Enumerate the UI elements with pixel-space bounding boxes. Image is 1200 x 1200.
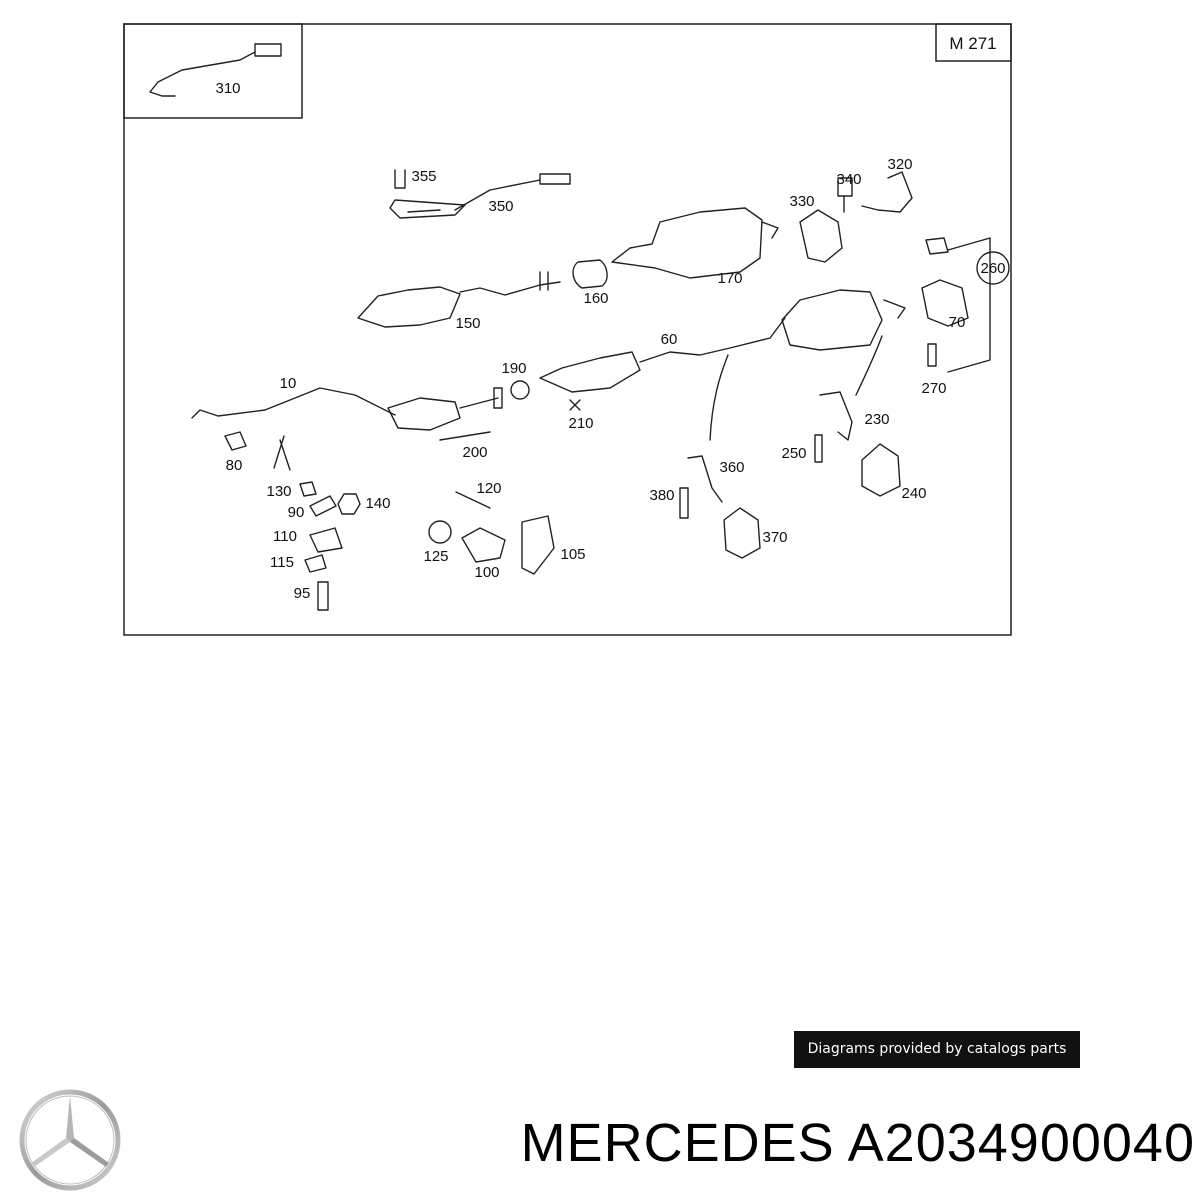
part-95-bolt	[317, 581, 329, 611]
callout-230: 230	[864, 411, 889, 428]
arrow-10	[273, 435, 291, 471]
part-240-rubber-mount	[861, 443, 901, 497]
callout-70: 70	[949, 314, 966, 331]
part-80-bolt	[224, 431, 247, 451]
diagram-svg: M 271	[123, 23, 1012, 636]
part-380-bolt	[679, 487, 689, 519]
part-60-tailpipe	[883, 299, 906, 319]
part-330-rubber-mount	[799, 209, 843, 263]
part-150-converter	[357, 286, 461, 328]
diagram-frame	[123, 23, 1012, 636]
callout-140: 140	[365, 495, 390, 512]
part-370-rubber-mount	[723, 507, 761, 559]
part-260-callout-circle	[976, 251, 1010, 285]
callout-105: 105	[560, 546, 585, 563]
part-10-front-pipe	[191, 387, 396, 419]
part-260-clip	[925, 237, 949, 255]
callout-240: 240	[901, 485, 926, 502]
part-90-clamp	[309, 495, 337, 517]
part-105-bracket	[521, 515, 555, 575]
part-10-outlet	[459, 397, 499, 409]
part-270-bolt	[927, 343, 937, 367]
callout-130: 130	[266, 483, 291, 500]
callout-330: 330	[789, 193, 814, 210]
callout-95: 95	[294, 585, 311, 602]
part-260-group-line	[947, 237, 991, 373]
part-350-sensor-wire	[407, 179, 541, 213]
part-115-clip	[304, 554, 327, 573]
engine-code-box	[935, 23, 1012, 62]
arrow-230	[855, 335, 883, 396]
part-150-clamp	[539, 271, 549, 291]
callout-100: 100	[474, 564, 499, 581]
part-10-flange	[493, 387, 503, 409]
callout-190: 190	[501, 360, 526, 377]
engine-code-label: M 271	[949, 34, 996, 53]
callout-110: 110	[273, 528, 297, 545]
diagram-credit-badge: Diagrams provided by catalogs parts	[794, 1031, 1080, 1068]
part-360-bracket	[687, 455, 723, 503]
part-350-sensor-plug	[539, 173, 571, 185]
brand-name: MERCEDES	[520, 1113, 835, 1173]
part-120-bolt	[455, 491, 491, 509]
part-170-muffler	[611, 207, 763, 279]
part-210-nut	[569, 399, 581, 411]
callout-340: 340	[836, 171, 861, 188]
callout-260: 260	[980, 260, 1005, 277]
arrow-360	[709, 354, 729, 441]
part-160-clamp	[572, 259, 608, 289]
part-190-gasket	[510, 380, 530, 400]
part-170-tailpipe	[761, 221, 779, 239]
inset-box-sensor	[123, 23, 303, 119]
part-60-pipe	[639, 317, 786, 363]
callout-250: 250	[781, 445, 806, 462]
callout-200: 200	[462, 444, 487, 461]
part-310-sensor-wire	[149, 51, 256, 97]
callout-90: 90	[288, 504, 305, 521]
part-140-nut	[337, 493, 361, 515]
mercedes-star-icon	[18, 1088, 122, 1192]
callout-150: 150	[455, 315, 480, 332]
callout-10: 10	[280, 375, 297, 392]
part-10-converter	[387, 397, 461, 431]
part-320-bracket	[861, 171, 913, 213]
callout-80: 80	[226, 457, 243, 474]
part-100-mount	[461, 527, 506, 563]
part-310-sensor-plug	[254, 43, 282, 57]
part-125-nut	[428, 520, 452, 544]
part-200-bolt	[439, 431, 491, 441]
callout-170: 170	[717, 270, 742, 287]
callout-210: 210	[568, 415, 593, 432]
exploded-parts-diagram: M 271	[123, 23, 1012, 636]
callout-350: 350	[488, 198, 513, 215]
callout-310: 310	[215, 80, 240, 97]
part-250-bolt	[814, 434, 823, 463]
callout-370: 370	[762, 529, 787, 546]
callout-120: 120	[476, 480, 501, 497]
callout-360: 360	[719, 459, 744, 476]
callout-355: 355	[411, 168, 436, 185]
part-number: A2034900040	[847, 1113, 1195, 1173]
part-350-bracket	[389, 199, 466, 219]
callout-270: 270	[921, 380, 946, 397]
callout-125: 125	[423, 548, 448, 565]
part-110-clamp	[309, 527, 343, 553]
callout-115: 115	[270, 554, 294, 571]
callout-160: 160	[583, 290, 608, 307]
brand-title: MERCEDES A2034900040	[405, 1108, 1195, 1178]
callout-320: 320	[887, 156, 912, 173]
part-355-bolt	[394, 169, 406, 189]
part-70-tailpipe-trim	[921, 279, 969, 327]
callout-380: 380	[649, 487, 674, 504]
callout-60: 60	[661, 331, 678, 348]
part-150-pipe	[459, 281, 561, 296]
part-340-bolt	[837, 177, 853, 213]
part-60-rear-muffler	[781, 289, 883, 351]
part-130-clip	[299, 481, 317, 497]
part-230-bracket	[819, 391, 853, 441]
part-60-mid-muffler	[539, 351, 641, 393]
